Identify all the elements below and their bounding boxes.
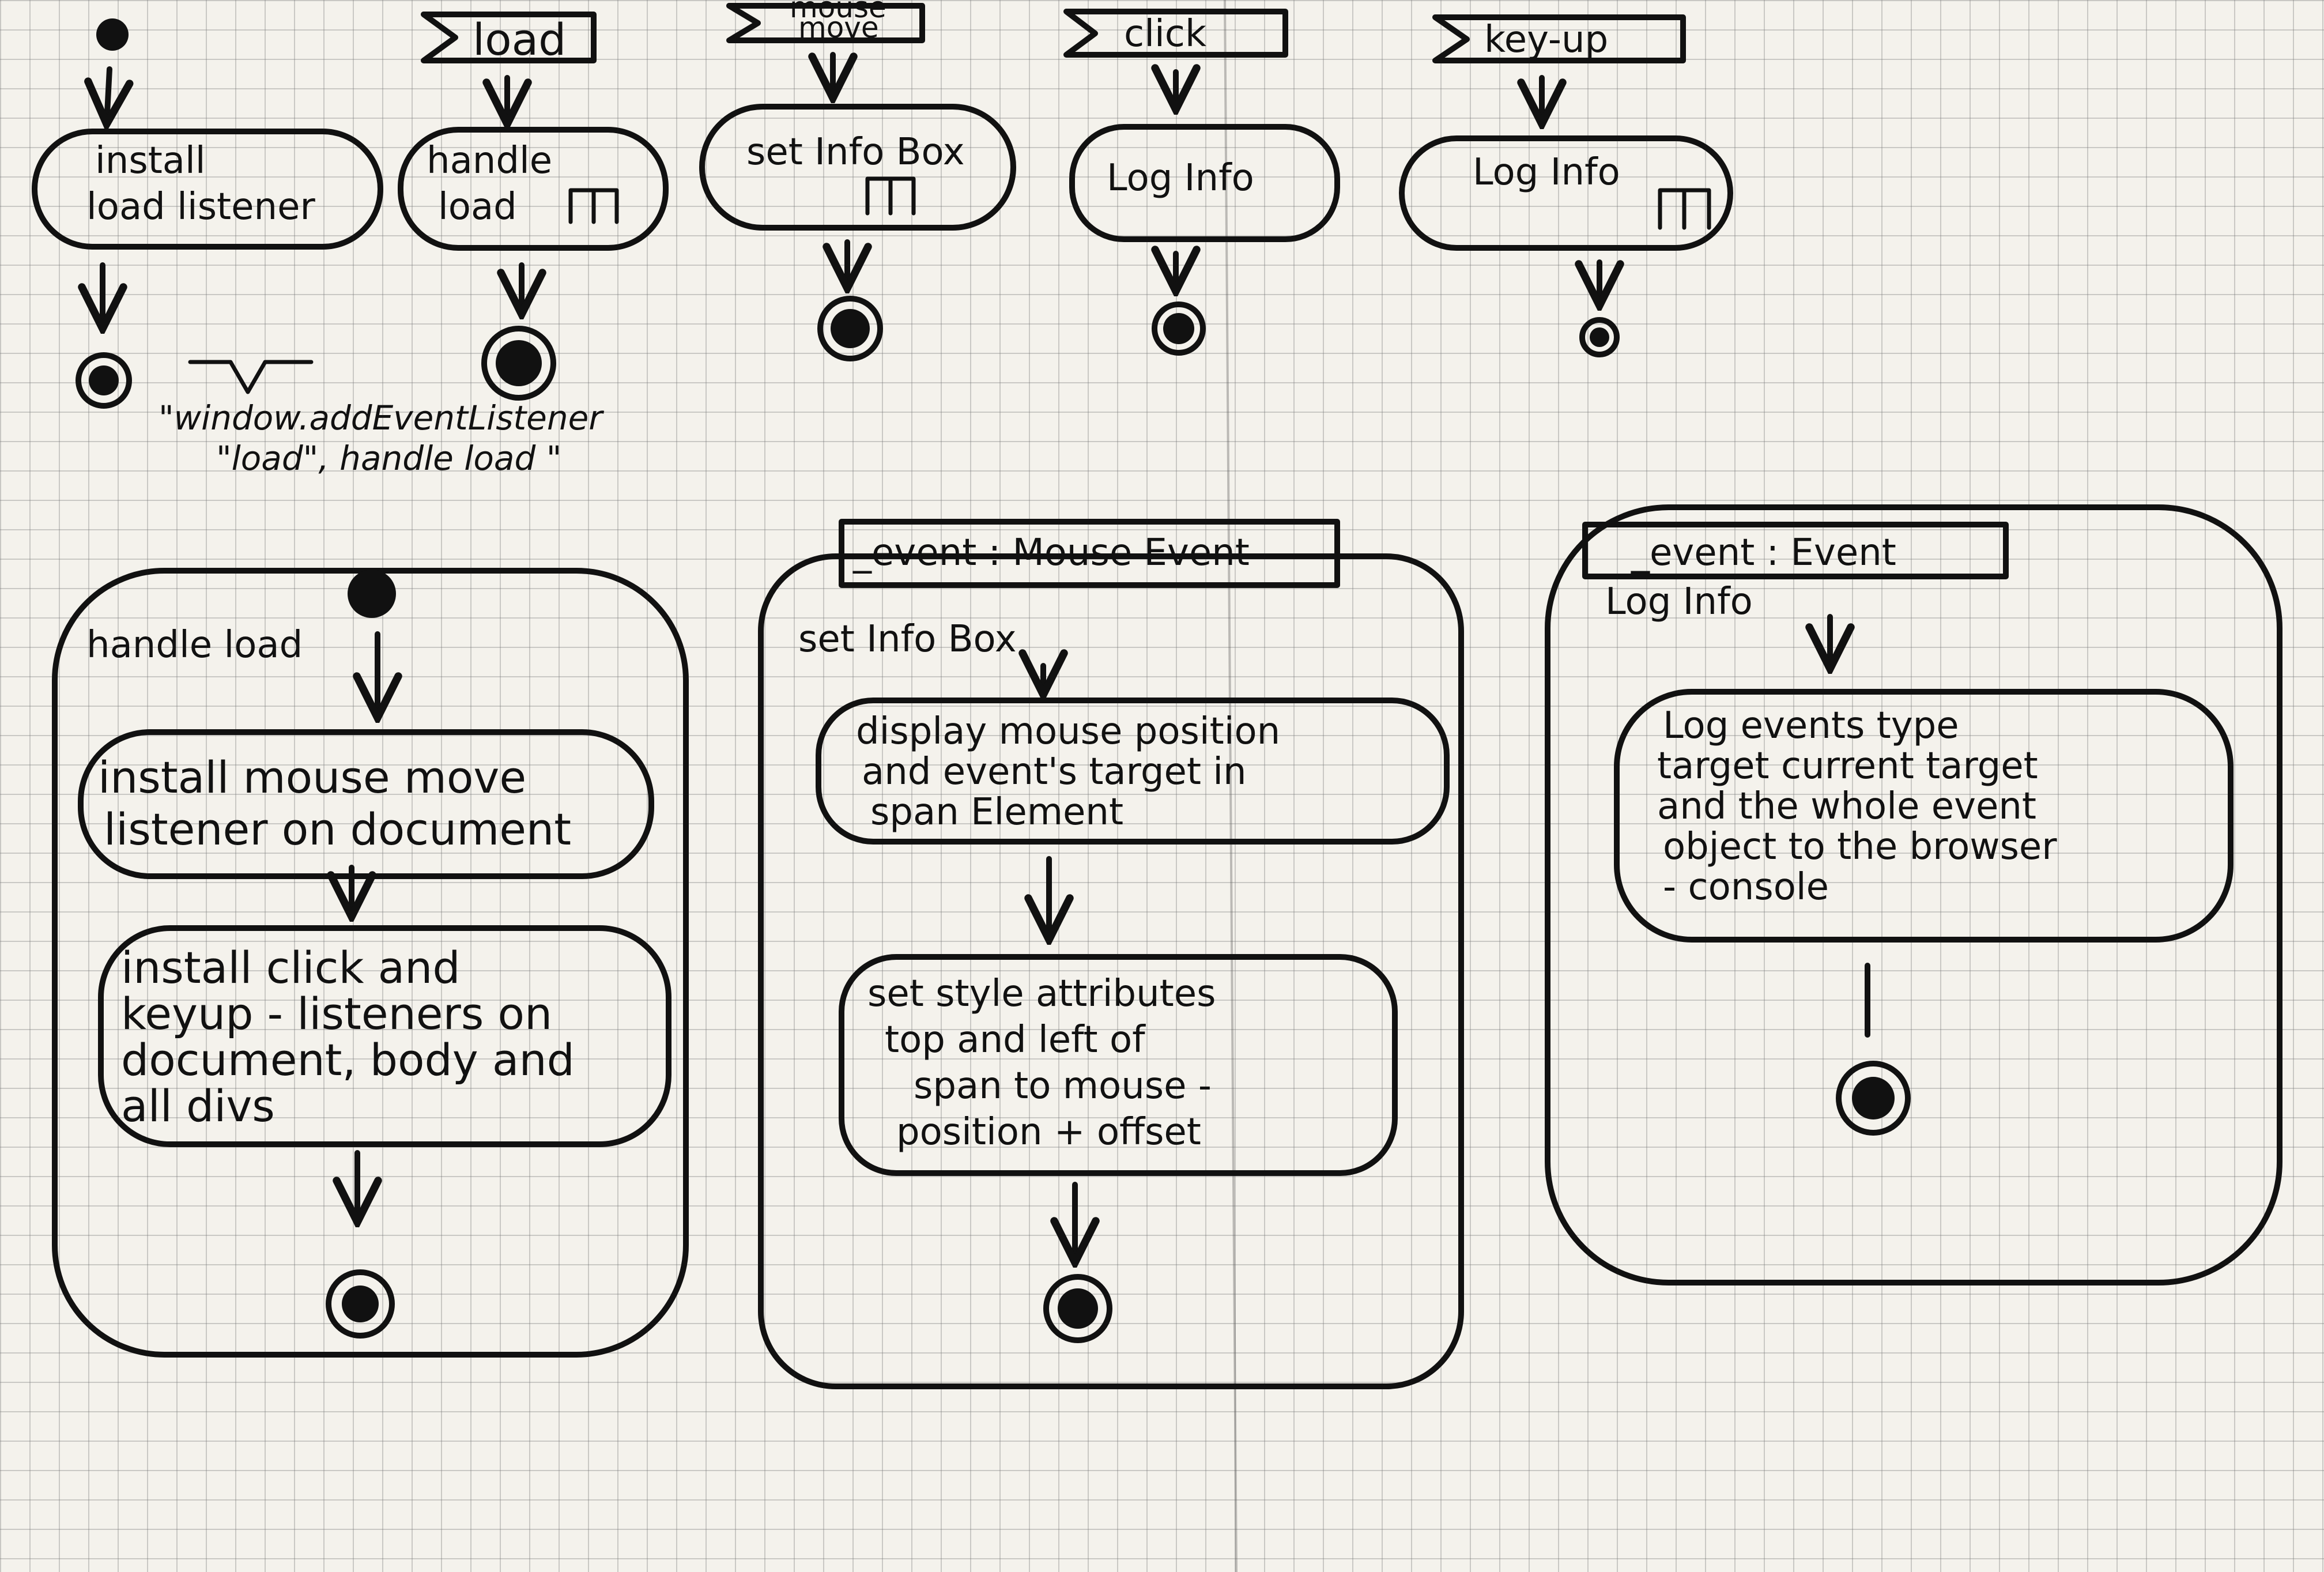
action-label: handle <box>427 140 552 182</box>
action-label: and event's target in <box>862 751 1247 793</box>
action-set-style-attributes <box>839 954 1398 1176</box>
accept-signal-load <box>421 12 597 63</box>
action-handle-load <box>398 127 669 251</box>
activity-parameter-node <box>1582 522 2009 579</box>
install-load-listener-flow: install load listener <box>32 18 383 409</box>
action-set-info-box <box>699 104 1016 231</box>
action-label: top and left of <box>885 1019 1146 1061</box>
activity-final-node <box>1836 1061 1911 1136</box>
note-line: "window.addEventListener <box>159 398 604 438</box>
initial-node <box>348 570 396 618</box>
set-info-box-flow: mouse move set Info Box <box>699 0 1016 361</box>
activity-title: handle load <box>86 624 303 666</box>
handle-load-flow: load handle load <box>398 12 669 401</box>
action-label: load listener <box>86 186 315 228</box>
action-label: keyup - listeners on <box>121 988 552 1039</box>
action-label: install <box>95 140 206 182</box>
notebook-fold <box>1224 0 1238 1572</box>
rake-icon <box>1658 188 1711 230</box>
action-install-click-keyup-listeners <box>98 925 671 1147</box>
action-log-info-click <box>1069 124 1340 242</box>
action-label: install mouse move <box>98 752 526 803</box>
action-label: display mouse position <box>856 710 1280 753</box>
activity-handle-load: handle load install mouse move listener … <box>52 568 689 1358</box>
accept-signal-mouse-move <box>726 3 925 43</box>
activity-final-node <box>481 326 556 401</box>
action-label: Log events type <box>1663 704 1959 747</box>
action-log-event <box>1614 689 2234 943</box>
activity-final-node <box>1579 317 1620 357</box>
action-label: document, body and <box>121 1034 575 1085</box>
accept-signal-click <box>1063 9 1288 58</box>
initial-node <box>96 18 129 51</box>
rake-icon <box>568 188 619 224</box>
action-label: Log Info <box>1107 157 1254 199</box>
parameter-label: _event : Mouse Event <box>852 531 1250 574</box>
keyup-log-info-flow: key-up Log Info <box>1399 14 1733 357</box>
action-display-mouse-position <box>816 698 1450 845</box>
signal-label: load <box>473 14 566 65</box>
action-label: object to the browser <box>1663 825 2057 868</box>
action-label: span to mouse - <box>914 1065 1212 1107</box>
activity-final-node <box>326 1269 395 1339</box>
activity-title: set Info Box <box>798 618 1017 661</box>
action-label: set Info Box <box>746 131 965 174</box>
activity-final-node <box>1043 1274 1112 1343</box>
activity-title: Log Info <box>1605 580 1753 623</box>
activity-parameter-node <box>839 519 1340 588</box>
action-label: all divs <box>121 1080 275 1132</box>
action-label: set style attributes <box>867 972 1216 1015</box>
activity-set-info-box: _event : Mouse Event set Info Box displa… <box>758 519 1464 1389</box>
action-label: - console <box>1663 866 1829 908</box>
signal-label: move <box>798 11 879 44</box>
signal-label: mouse <box>790 0 886 24</box>
parameter-label: _event : Event <box>1631 531 1896 574</box>
signal-label: click <box>1124 13 1206 55</box>
note-brace <box>188 360 314 394</box>
action-label: span Element <box>870 791 1123 834</box>
action-label: listener on document <box>104 804 571 855</box>
click-log-info-flow: click Log Info <box>1063 9 1340 356</box>
action-log-info-keyup <box>1399 135 1733 251</box>
action-label: load <box>438 186 517 228</box>
note-line: "load", handle load " <box>216 439 561 478</box>
rake-icon <box>865 176 916 216</box>
action-install-load-listener <box>32 129 383 250</box>
signal-label: key-up <box>1484 18 1608 61</box>
control-flow-arrow <box>107 66 110 124</box>
accept-signal-key-up <box>1432 14 1686 63</box>
activity-final-node <box>76 352 132 409</box>
activity-log-info: _event : Event Log Info Log events type … <box>1545 504 2282 1286</box>
action-label: position + offset <box>896 1111 1201 1153</box>
action-label: install click and <box>121 942 461 993</box>
activity-final-node <box>1152 301 1206 356</box>
activity-frame <box>758 553 1464 1389</box>
activity-frame <box>1545 504 2282 1286</box>
action-label: Log Info <box>1473 151 1620 194</box>
activity-final-node <box>817 296 883 361</box>
action-label: target current target <box>1657 745 2038 787</box>
code-note: "window.addEventListener "load", handle … <box>159 360 604 478</box>
action-label: and the whole event <box>1657 785 2036 828</box>
